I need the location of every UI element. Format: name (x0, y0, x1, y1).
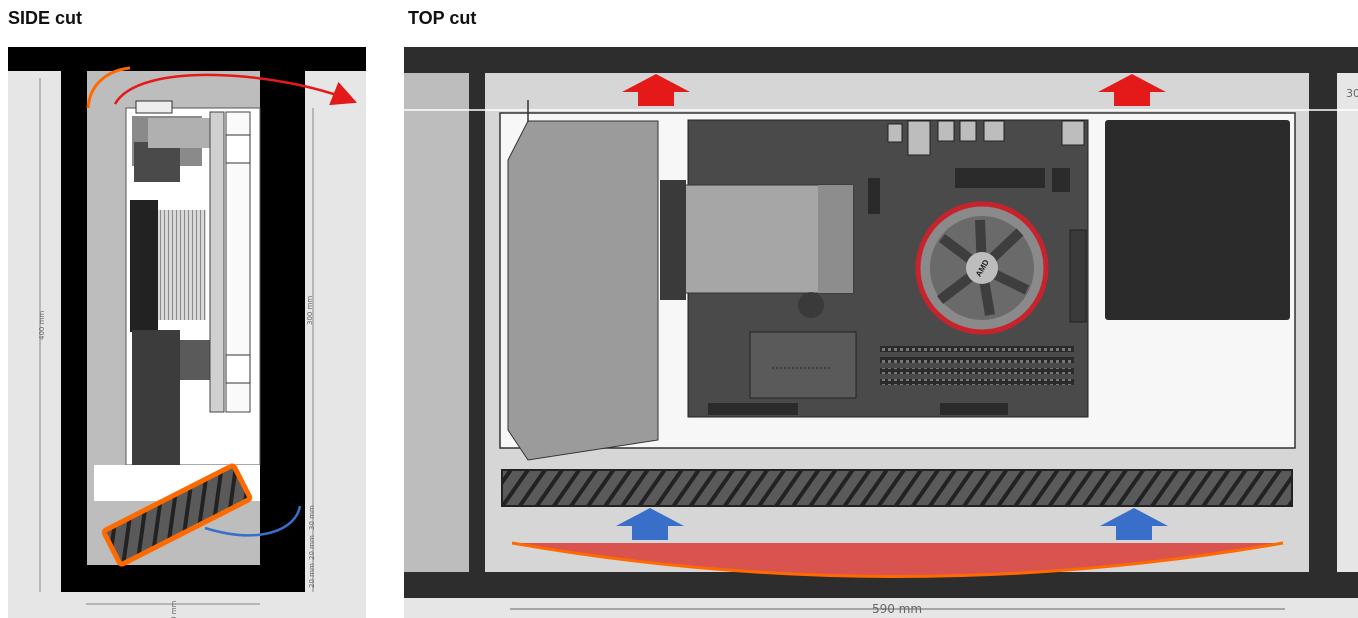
top-io-port-6 (887, 123, 903, 143)
top-gpu-end (818, 185, 853, 293)
top-intake-arrow-right (1100, 508, 1168, 540)
top-io-port-3 (959, 120, 977, 142)
side-slot-2 (225, 354, 251, 384)
side-cut-title: SIDE cut (8, 8, 83, 28)
top-gpu-shroud (507, 120, 659, 461)
side-intake-arrow-blue (204, 505, 302, 537)
top-cut-diagram: AMD 590 mm 30 (404, 47, 1358, 618)
top-bottom-slot-2 (940, 403, 1008, 415)
side-exhaust-arrow-red (113, 73, 357, 106)
top-cut-title: TOP cut (408, 8, 477, 28)
top-width-label: 590 mm (872, 602, 922, 616)
top-capacitor (798, 292, 824, 318)
top-exhaust-arrow-left (622, 74, 690, 106)
top-warm-zone-outline (511, 541, 1284, 578)
top-small-header (868, 178, 880, 214)
top-intake-arrow-left (616, 508, 684, 540)
side-inner-height-label: 300 mm (306, 296, 314, 325)
top-cpu-fan-hub (966, 252, 998, 284)
side-cut-diagram: 400 mm 300 mm 30 mm 20 mm 20 mm 30 mm (8, 47, 366, 618)
side-small-dim-a: 30 mm (308, 505, 316, 530)
top-io-port-5 (1061, 120, 1085, 146)
top-ram-slot-3 (880, 368, 1074, 374)
side-drive-block (134, 142, 180, 182)
side-board-edge (209, 111, 225, 413)
side-connector-block (180, 340, 214, 380)
side-small-dim-b: 20 mm (308, 535, 316, 560)
side-tilted-fan (101, 463, 253, 567)
top-io-port-1 (907, 120, 931, 156)
top-psu (1105, 120, 1290, 320)
side-exhaust-arrow-orange (86, 66, 131, 109)
side-height-label: 400 mm (38, 311, 46, 340)
top-exhaust-arrow-right (1098, 74, 1166, 106)
top-bottom-slot-1 (708, 403, 798, 415)
side-small-dim-c: 20 mm (308, 563, 316, 588)
side-heatsink-fins (158, 210, 206, 320)
top-ram-slot-4 (880, 379, 1074, 385)
top-frame-top (404, 47, 1358, 73)
top-ram-slot-1 (880, 346, 1074, 352)
top-frame-left (469, 73, 485, 572)
top-atx-header (955, 168, 1045, 188)
top-side-connector (1069, 229, 1087, 323)
side-top-clip (135, 100, 173, 114)
top-ram-slot-2 (880, 357, 1074, 363)
top-power-header (1052, 168, 1070, 192)
top-io-port-2 (937, 120, 955, 142)
top-io-port-4 (983, 120, 1005, 142)
top-right-edge-label: 30 (1346, 87, 1358, 100)
side-slot-1 (225, 134, 251, 164)
top-frame-right (1309, 73, 1337, 572)
top-left-margin (404, 73, 469, 572)
side-lower-block (132, 330, 180, 465)
top-fan-row (501, 469, 1293, 507)
top-pcie-slot (660, 180, 686, 300)
side-gpu-bracket (130, 200, 158, 332)
side-width-label: 30 mm (170, 600, 178, 618)
top-chipset (749, 331, 857, 399)
side-upper-component (148, 118, 213, 148)
